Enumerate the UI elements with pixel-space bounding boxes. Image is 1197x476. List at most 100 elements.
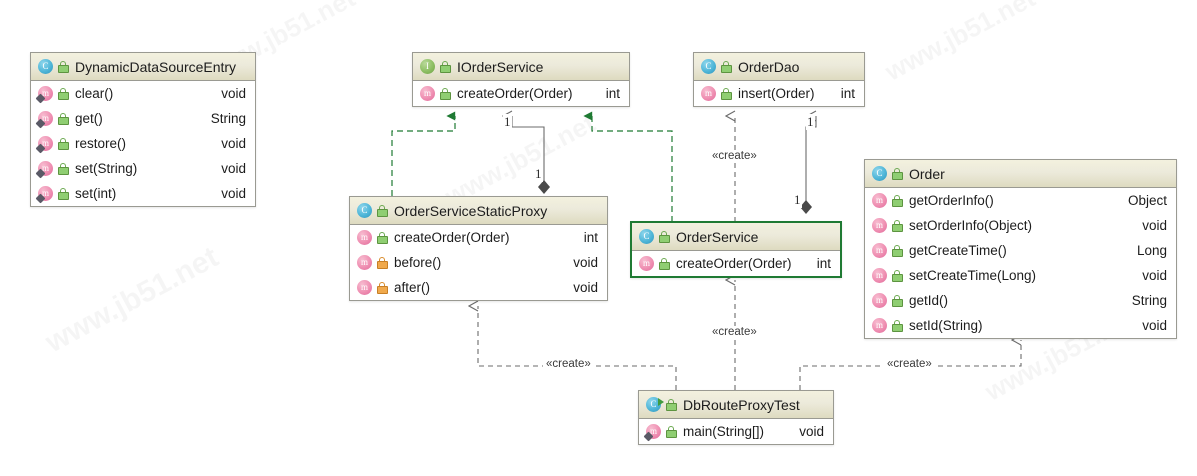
member-name: createOrder(Order) (457, 86, 573, 101)
static-method-icon: m (35, 111, 53, 129)
class-header[interactable]: C OrderDao (694, 53, 864, 81)
class-header[interactable]: C Order (865, 160, 1176, 188)
member-type: String (1131, 293, 1167, 308)
class-icon: C (357, 203, 372, 218)
class-box-dynamic-data-source-entry[interactable]: C DynamicDataSourceEntry m clear() void … (30, 52, 256, 207)
member-type: void (799, 424, 824, 439)
class-box-db-route-proxy-test[interactable]: C DbRouteProxyTest m main(String[]) void (638, 390, 834, 445)
public-lock-icon (892, 194, 903, 207)
member-row[interactable]: m getId() String (865, 288, 1176, 313)
class-box-order-service[interactable]: C OrderService m createOrder(Order) int (630, 221, 842, 278)
method-icon: m (357, 230, 372, 245)
member-type: void (221, 186, 246, 201)
member-row[interactable]: m set(int) void (31, 181, 255, 206)
method-icon: m (357, 280, 372, 295)
public-lock-icon (58, 60, 69, 73)
member-name: before() (394, 255, 442, 270)
public-lock-icon (892, 167, 903, 180)
method-icon: m (357, 255, 372, 270)
class-box-order-service-static-proxy[interactable]: C OrderServiceStaticProxy m createOrder(… (349, 196, 608, 301)
member-type: int (583, 230, 598, 245)
member-row[interactable]: m clear() void (31, 81, 255, 106)
public-lock-icon (377, 231, 388, 244)
member-name: setId(String) (909, 318, 983, 333)
member-name: clear() (75, 86, 114, 101)
member-row[interactable]: m after() void (350, 275, 607, 300)
member-row[interactable]: m restore() void (31, 131, 255, 156)
public-lock-icon (377, 204, 388, 217)
public-lock-icon (58, 137, 69, 150)
member-row[interactable]: m get() String (31, 106, 255, 131)
class-header[interactable]: I IOrderService (413, 53, 629, 81)
multiplicity-label: 1 (793, 192, 802, 208)
class-name: IOrderService (457, 58, 544, 75)
member-row[interactable]: m getOrderInfo() Object (865, 188, 1176, 213)
public-lock-icon (58, 112, 69, 125)
public-lock-icon (892, 319, 903, 332)
member-type: void (221, 161, 246, 176)
multiplicity-label: 1 (503, 114, 512, 130)
member-type: Long (1136, 243, 1167, 258)
watermark: www.jb51.net (880, 0, 1040, 87)
member-type: Object (1127, 193, 1167, 208)
method-icon: m (872, 293, 887, 308)
class-header[interactable]: C OrderServiceStaticProxy (350, 197, 607, 225)
member-name: insert(Order) (738, 86, 815, 101)
member-name: after() (394, 280, 431, 295)
aggregation-diamond (800, 200, 812, 214)
class-box-order[interactable]: C Order m getOrderInfo() Object m setOrd… (864, 159, 1177, 339)
class-header[interactable]: C DbRouteProxyTest (639, 391, 833, 419)
member-type: void (573, 280, 598, 295)
static-method-icon: m (643, 424, 661, 442)
class-name: DynamicDataSourceEntry (75, 58, 237, 75)
class-header[interactable]: C OrderService (632, 223, 840, 251)
dependency-test-to-proxy (478, 306, 677, 390)
class-name: Order (909, 165, 945, 182)
member-type: int (840, 86, 855, 101)
public-lock-icon (892, 269, 903, 282)
member-name: main(String[]) (683, 424, 765, 439)
member-type: void (1142, 218, 1167, 233)
member-row[interactable]: m insert(Order) int (694, 81, 864, 106)
member-list: m createOrder(Order) int (413, 81, 629, 106)
member-row[interactable]: m setCreateTime(Long) void (865, 263, 1176, 288)
member-type: int (605, 86, 620, 101)
member-name: setOrderInfo(Object) (909, 218, 1033, 233)
member-row[interactable]: m getCreateTime() Long (865, 238, 1176, 263)
class-name: OrderService (676, 228, 759, 245)
private-lock-icon (377, 256, 388, 269)
watermark: www.jb51.net (40, 241, 224, 360)
member-name: setCreateTime(Long) (909, 268, 1037, 283)
member-row[interactable]: m setOrderInfo(Object) void (865, 213, 1176, 238)
member-row[interactable]: m setId(String) void (865, 313, 1176, 338)
public-lock-icon (659, 230, 670, 243)
class-name: OrderDao (738, 58, 800, 75)
member-type: void (221, 86, 246, 101)
member-name: createOrder(Order) (394, 230, 510, 245)
multiplicity-label: 1 (534, 166, 543, 182)
public-lock-icon (666, 425, 677, 438)
member-row[interactable]: m main(String[]) void (639, 419, 833, 444)
class-box-order-dao[interactable]: C OrderDao m insert(Order) int (693, 52, 865, 107)
class-box-iorder-service[interactable]: I IOrderService m createOrder(Order) int (412, 52, 630, 107)
member-row[interactable]: m createOrder(Order) int (413, 81, 629, 106)
member-row[interactable]: m before() void (350, 250, 607, 275)
method-icon: m (872, 243, 887, 258)
method-icon: m (420, 86, 435, 101)
aggregation-diamond (538, 180, 550, 194)
class-header[interactable]: C DynamicDataSourceEntry (31, 53, 255, 81)
method-icon: m (639, 256, 654, 271)
member-type: void (1142, 268, 1167, 283)
public-lock-icon (666, 398, 677, 411)
member-row[interactable]: m set(String) void (31, 156, 255, 181)
public-lock-icon (58, 162, 69, 175)
member-row[interactable]: m createOrder(Order) int (350, 225, 607, 250)
class-icon: C (639, 229, 654, 244)
member-type: int (816, 256, 831, 271)
method-icon: m (872, 268, 887, 283)
member-name: set(String) (75, 161, 138, 176)
public-lock-icon (58, 87, 69, 100)
member-row[interactable]: m createOrder(Order) int (632, 251, 840, 276)
interface-icon: I (420, 59, 435, 74)
